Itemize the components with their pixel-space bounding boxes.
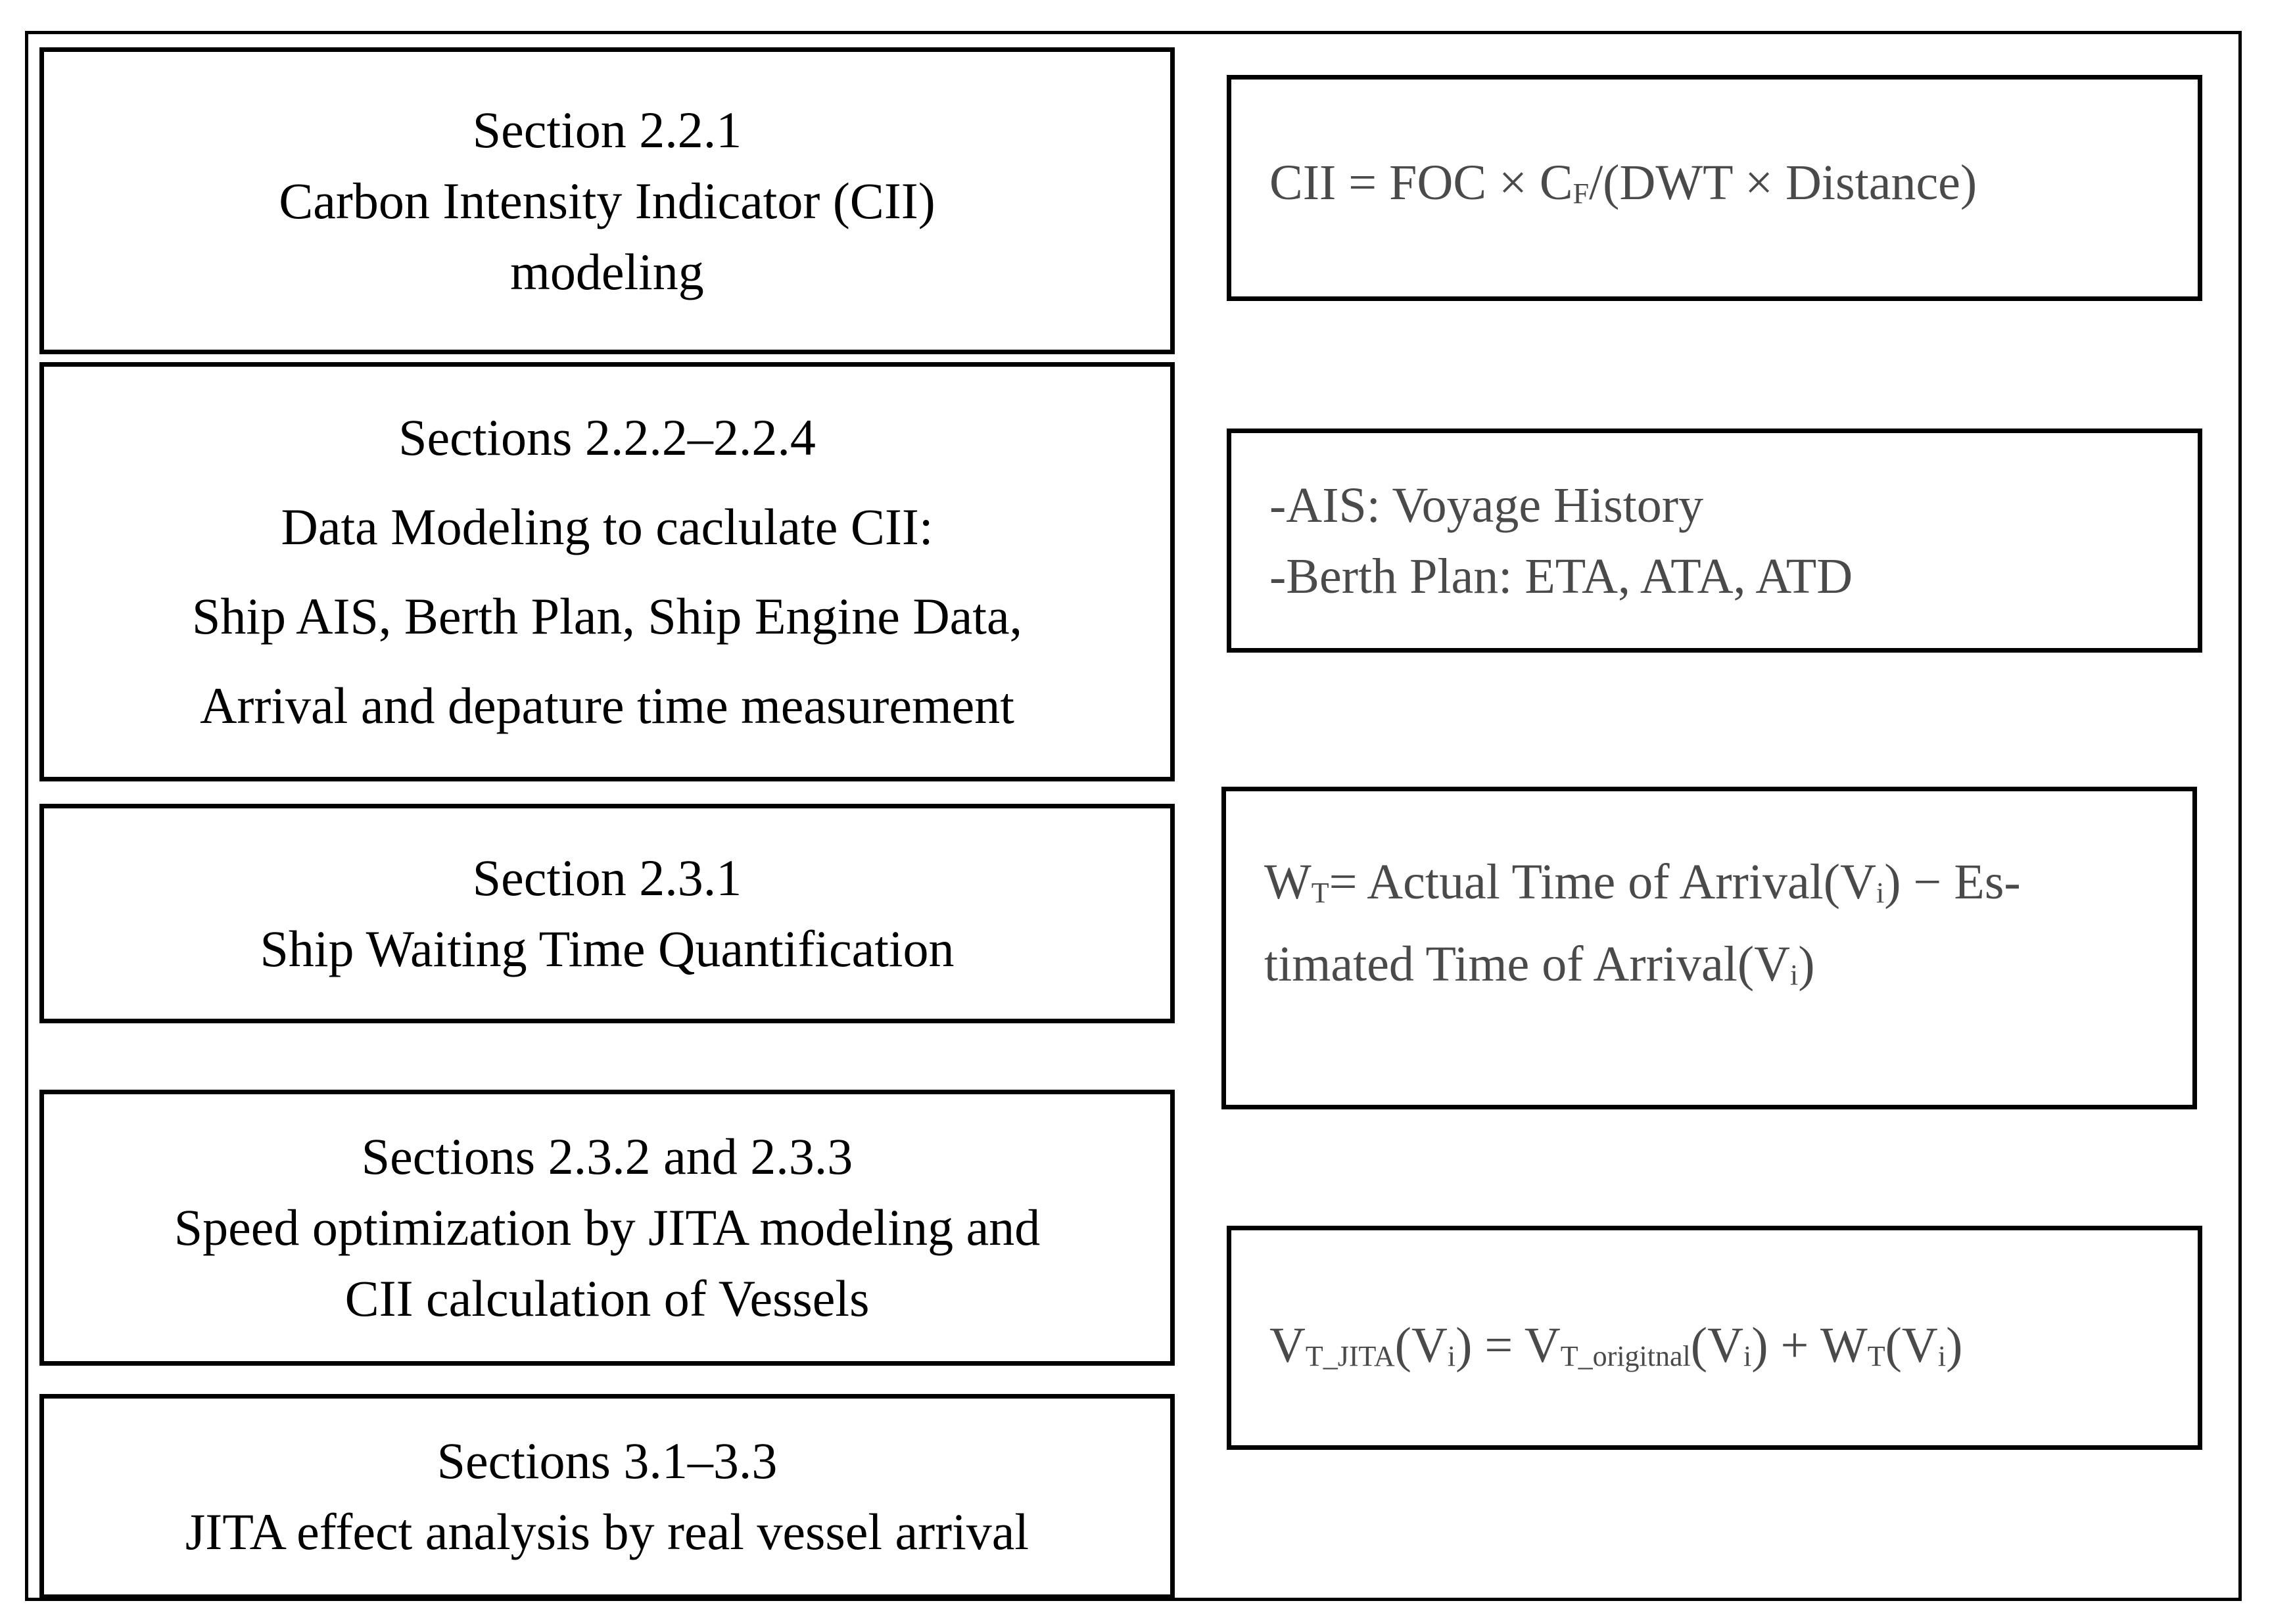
waiting-time-formula-line-1: WT= Actual Time of Arrival(Vi) − Es-: [1264, 854, 2021, 910]
waiting-time-formula-line-2: timated Time of Arrival(Vi): [1264, 936, 1815, 992]
section-number: Section 2.3.1: [472, 849, 742, 906]
section-title-continued: modeling: [510, 243, 704, 300]
data-sources-box: -AIS: Voyage History -Berth Plan: ETA, A…: [1227, 429, 2202, 653]
section-2-2-1-box: Section 2.2.1 Carbon Intensity Indicator…: [39, 47, 1175, 354]
sections-3-1-to-3-3-box: Sections 3.1–3.3 JITA effect analysis by…: [39, 1394, 1175, 1599]
section-detail: Arrival and depature time measurement: [200, 677, 1014, 734]
sections-2-3-2-and-2-3-3-box: Sections 2.3.2 and 2.3.3 Speed optimizat…: [39, 1090, 1175, 1366]
ais-source: -AIS: Voyage History: [1269, 477, 1704, 533]
jita-speed-formula: VT_JITA(Vi) = VT_origitnal(Vi) + WT(Vi): [1269, 1318, 1963, 1373]
berth-plan-source: -Berth Plan: ETA, ATA, ATD: [1269, 548, 1853, 604]
section-title: Data Modeling to caclulate CII:: [281, 498, 934, 555]
section-number: Section 2.2.1: [472, 101, 742, 158]
section-detail: Ship AIS, Berth Plan, Ship Engine Data,: [191, 588, 1023, 645]
waiting-time-formula-box: WT= Actual Time of Arrival(Vi) − Es- tim…: [1221, 787, 2197, 1109]
section-number: Sections 2.3.2 and 2.3.3: [361, 1128, 853, 1185]
section-title: Ship Waiting Time Quantification: [260, 920, 955, 977]
section-number: Sections 2.2.2–2.2.4: [398, 409, 816, 466]
section-2-3-1-box: Section 2.3.1 Ship Waiting Time Quantifi…: [39, 804, 1175, 1023]
section-title-continued: CII calculation of Vessels: [344, 1270, 870, 1327]
sections-2-2-2-to-2-2-4-box: Sections 2.2.2–2.2.4 Data Modeling to ca…: [39, 362, 1175, 781]
cii-formula: CII = FOC × CF/(DWT × Distance): [1269, 154, 1977, 210]
jita-speed-formula-box: VT_JITA(Vi) = VT_origitnal(Vi) + WT(Vi): [1227, 1226, 2202, 1450]
section-number: Sections 3.1–3.3: [437, 1432, 778, 1489]
section-title: Speed optimization by JITA modeling and: [174, 1199, 1041, 1256]
section-title: JITA effect analysis by real vessel arri…: [185, 1503, 1029, 1560]
outer-frame: [25, 31, 2242, 1601]
cii-formula-box: CII = FOC × CF/(DWT × Distance): [1227, 75, 2202, 301]
section-title: Carbon Intensity Indicator (CII): [279, 172, 935, 229]
